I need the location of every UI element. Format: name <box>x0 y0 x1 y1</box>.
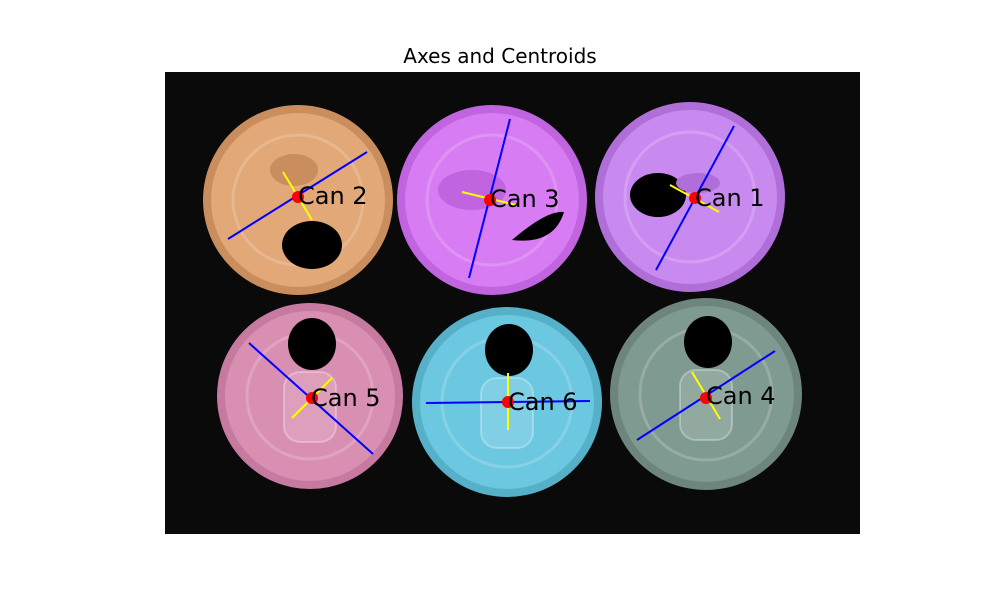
can-6-group: Can 6 <box>412 307 602 497</box>
figure-title: Axes and Centroids <box>403 44 597 68</box>
can-label: Can 5 <box>311 384 381 412</box>
can-opening <box>684 316 732 368</box>
can-label: Can 6 <box>508 388 578 416</box>
can-opening <box>512 211 564 241</box>
cans-layer: Can 1 Can 2 Can 3 Can 4 Can 5 Can 6 <box>203 102 802 497</box>
can-label: Can 2 <box>298 182 368 210</box>
can-1-group: Can 1 <box>595 102 785 292</box>
can-tab <box>676 173 720 193</box>
can-tab <box>283 371 337 443</box>
centroid-marker <box>700 392 712 404</box>
can-tab <box>270 154 318 186</box>
can-opening <box>288 318 336 370</box>
can-5-group: Can 5 <box>217 303 403 489</box>
centroid-marker <box>292 191 304 203</box>
can-3-group: Can 3 <box>397 105 587 295</box>
can-opening <box>282 221 342 269</box>
can-inner-ring <box>425 133 559 267</box>
can-label: Can 3 <box>490 185 560 213</box>
centroid-marker <box>689 192 701 204</box>
centroid-marker <box>484 194 496 206</box>
can-2-group: Can 2 <box>203 105 393 295</box>
can-opening <box>485 324 533 376</box>
can-inner-ring <box>623 130 757 264</box>
can-opening <box>630 173 686 217</box>
centroid-marker <box>306 392 318 404</box>
can-4-group: Can 4 <box>610 298 802 490</box>
centroid-marker <box>502 396 514 408</box>
can-label: Can 4 <box>706 382 776 410</box>
can-label: Can 1 <box>695 184 765 212</box>
